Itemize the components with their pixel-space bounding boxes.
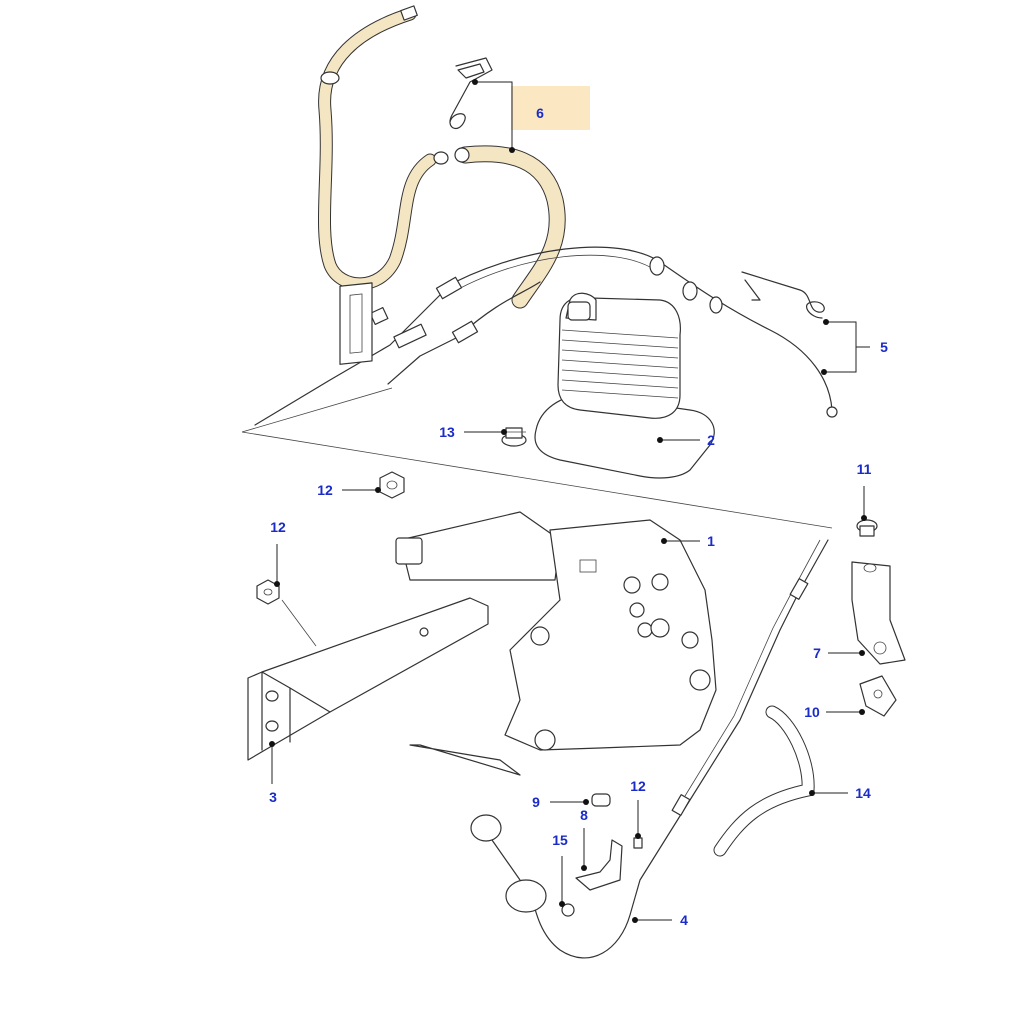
callout-10: 10 [804,704,820,720]
part-16-pin [561,903,575,917]
wire-clip-loop [457,63,485,79]
cable-upper-2 [445,254,656,297]
hose-right-fill [457,146,565,308]
part-7-plate [851,561,906,665]
hose-clamp [454,147,470,163]
callout-13: 12 [630,778,646,794]
callout-14: 13 [439,424,455,440]
part-9-clip [591,793,611,807]
cable-4 [470,539,829,959]
cable-fitting [393,323,427,349]
lever-bracket [339,282,373,365]
assembly-outline [241,431,833,529]
hose-left-fill [318,8,436,290]
part-15-hose [713,705,815,857]
hose-end-cap [400,5,418,21]
callout-9: 9 [532,794,540,810]
spring-clip-wire [741,271,825,319]
callout-8: 8 [580,807,588,823]
cable-4-fitting [671,794,691,816]
hose-clamp [433,151,449,165]
callout-1: 1 [707,533,715,549]
shift-boot-small [505,879,547,913]
part-10-clip [859,675,897,717]
callout-6: 6 [536,105,544,121]
callout-3: 3 [269,789,277,805]
part-13-screw [633,837,643,849]
hose-assembly [317,5,566,309]
cable-end [826,406,838,418]
shift-cables [254,246,838,426]
callout-4: 4 [680,912,688,928]
cable-fitting [369,307,389,325]
callout-12-upper: 12 [317,482,333,498]
part-11-plug [856,519,878,537]
callout-2: 2 [707,432,715,448]
nut-12-left [256,579,280,605]
boot-ridges [561,329,679,399]
shift-boot [534,292,715,479]
assembly-outline [241,387,393,433]
callout-12-left: 12 [270,519,286,535]
part-8-bracket [575,839,623,891]
leaders [269,79,870,923]
shifter-housing [395,511,717,776]
spring-clip [741,271,825,319]
nut-12-upper [379,471,405,499]
cable-4-fitting [789,578,809,600]
grommet [649,256,665,276]
shift-knob [470,814,502,842]
cable-fitting [451,320,479,344]
boot-top-opening [567,301,591,321]
callout-15: 14 [855,785,871,801]
hose-clamp [320,71,340,85]
callout-16: 15 [552,832,568,848]
grommet [709,296,723,314]
callout-7: 7 [813,645,821,661]
callout-5: 5 [880,339,888,355]
lever-bracket-inner [349,293,363,354]
wire-clip [449,57,493,130]
cable-rod-2 [387,335,461,385]
callout-11: 11 [857,461,872,477]
highlight-box-item-6 [511,86,590,130]
grommet [682,281,698,301]
mounting-bracket [247,597,489,761]
cable-fitting [435,276,463,300]
